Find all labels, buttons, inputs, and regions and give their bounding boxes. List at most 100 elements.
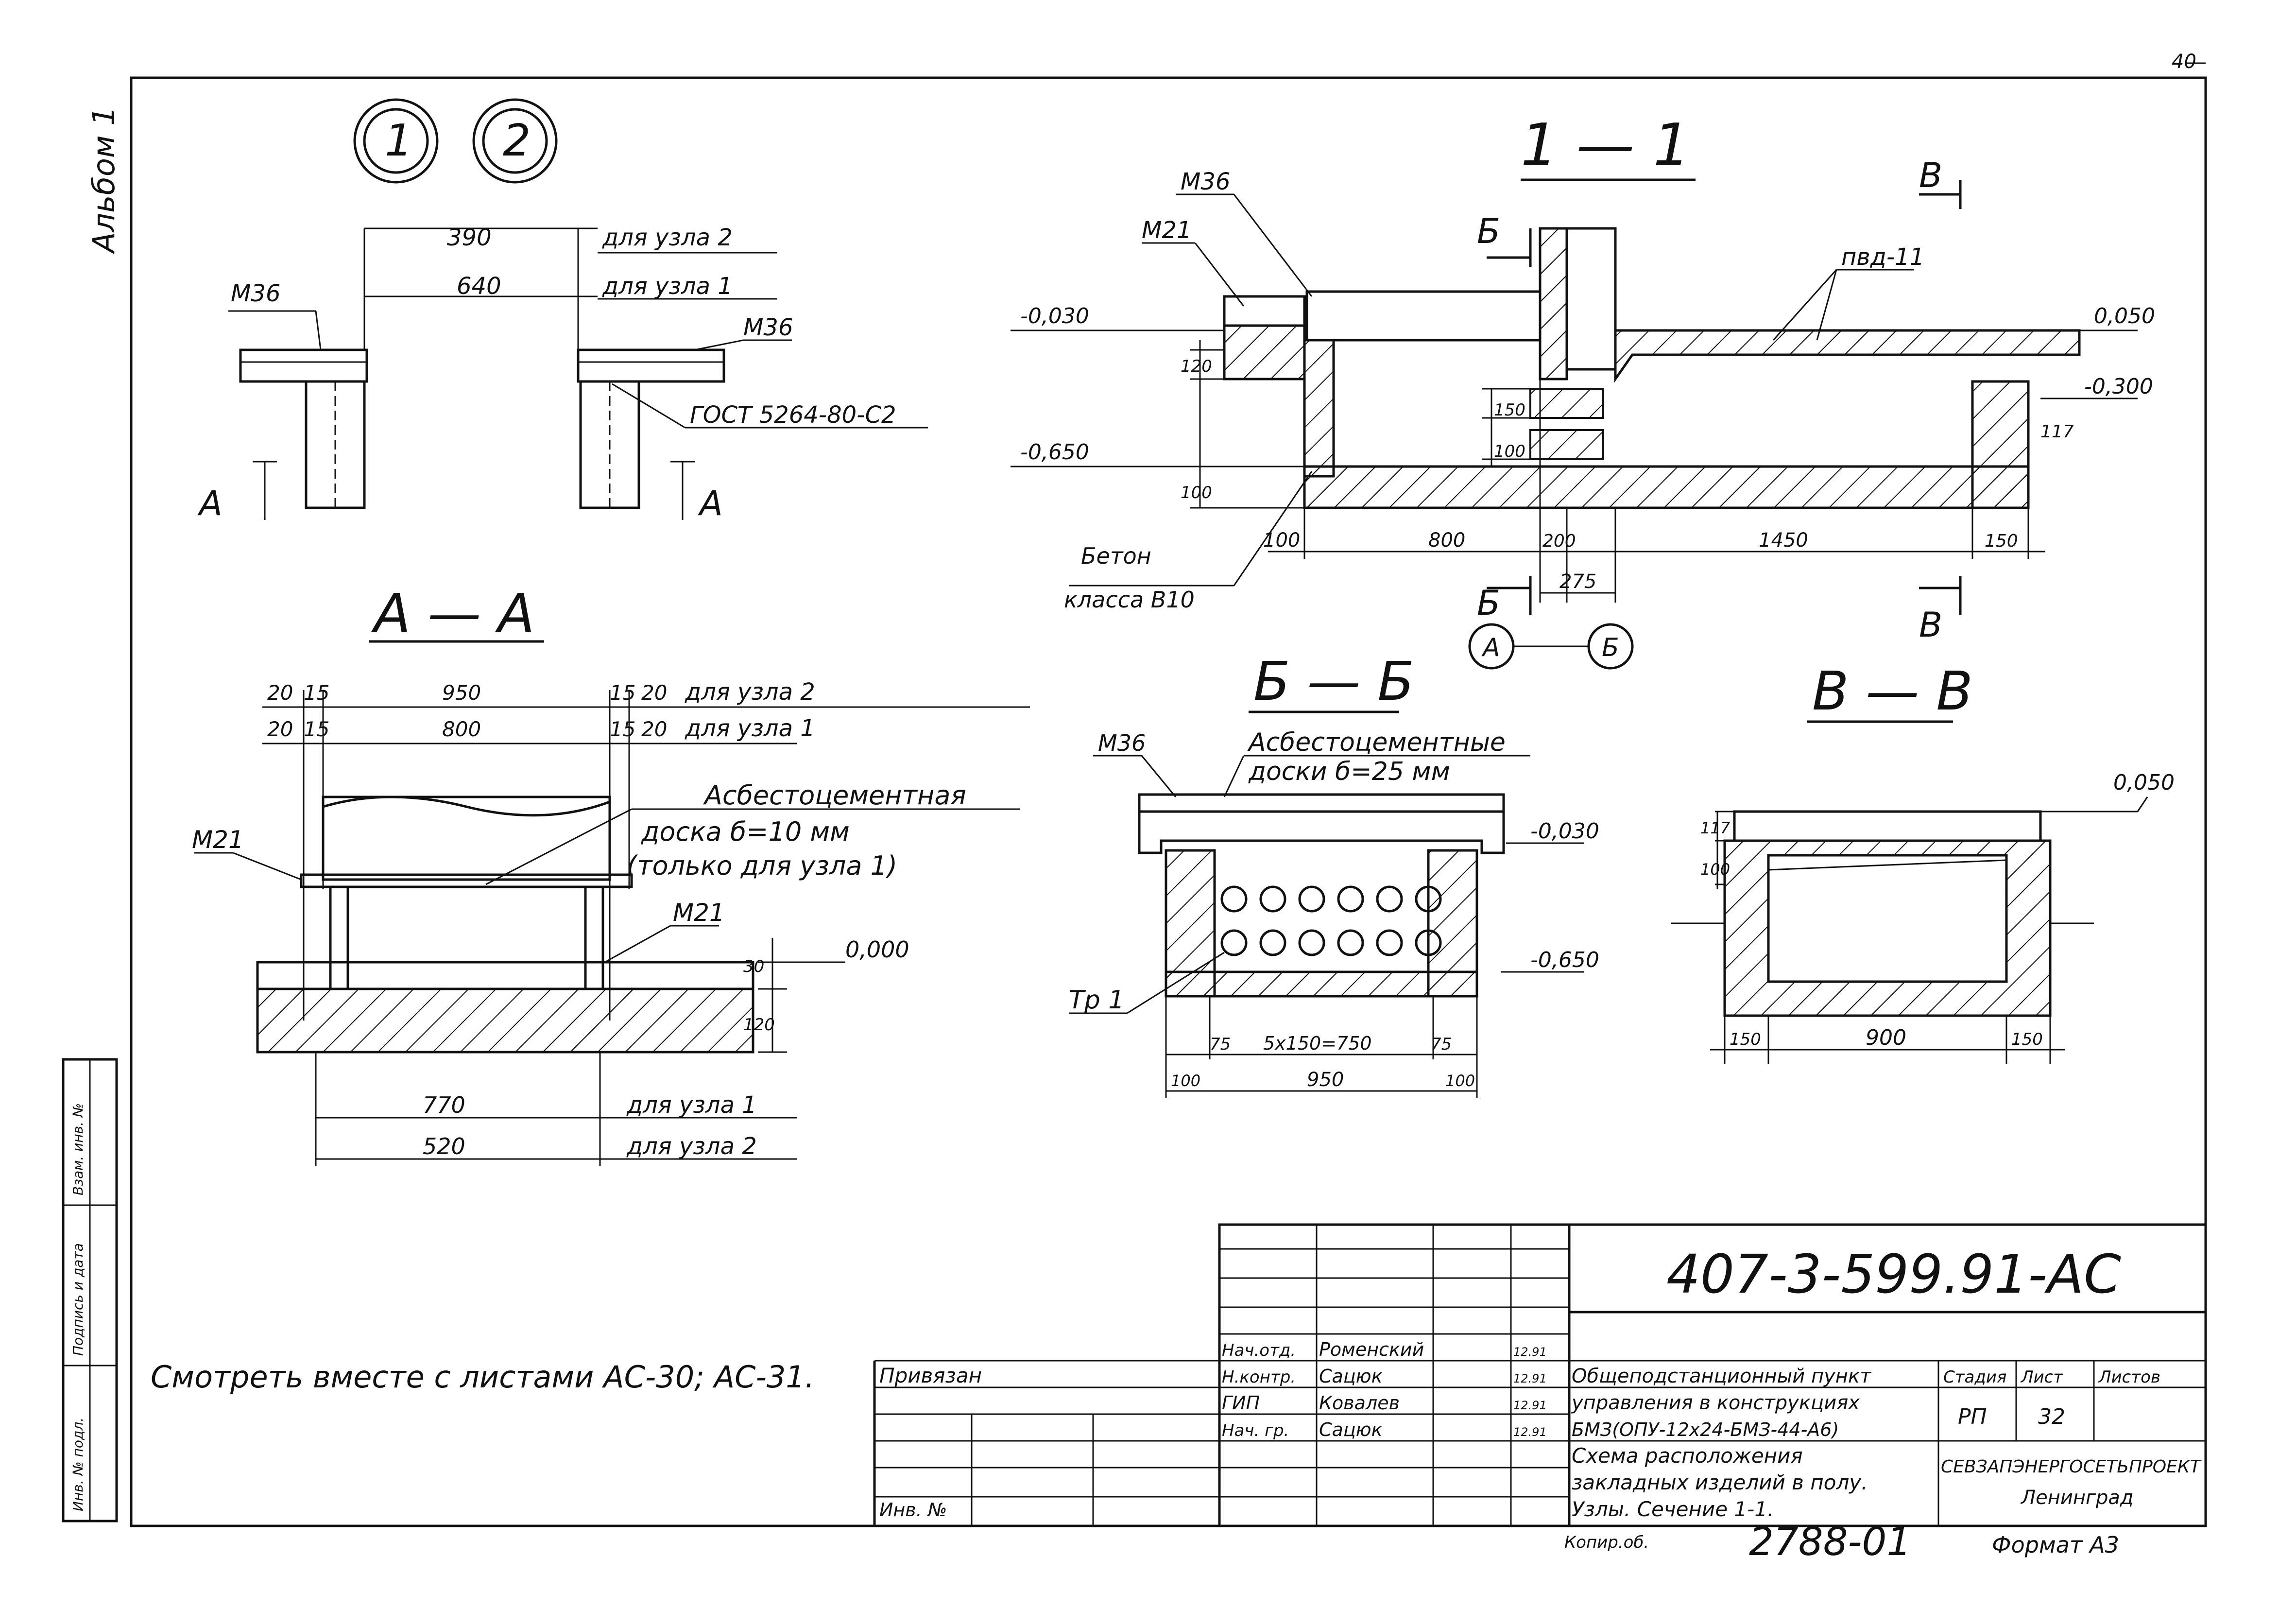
svg-text:2: 2 xyxy=(503,115,531,166)
sheet-title-line1: Схема расположения xyxy=(1572,1444,1803,1468)
aa-dim-r2-4: 20 xyxy=(641,717,667,741)
staff-2-date: 12.91 xyxy=(1513,1399,1547,1412)
s11-dim-120: 120 xyxy=(1181,357,1212,376)
s11-pvd: пвд-11 xyxy=(1841,243,1924,271)
aa-dim-r2-1: 15 xyxy=(304,717,329,741)
s11-dim-117: 117 xyxy=(2040,422,2074,442)
bb-lvl1: -0,030 xyxy=(1530,819,1599,844)
cut-a-right: А xyxy=(698,484,723,523)
m21-right: М21 xyxy=(673,899,725,927)
dim-640: 640 xyxy=(457,273,501,300)
left-detail xyxy=(228,227,928,520)
bb-d1-2: 75 xyxy=(1431,1035,1452,1054)
aa-for-node-2: для узла 2 xyxy=(685,678,815,706)
see-also-note: Смотреть вместе с листами АС-30; АС-31. xyxy=(151,1359,814,1395)
section-bb-drawing xyxy=(1069,755,1584,1098)
s11-lvl-neg650: -0,650 xyxy=(1020,440,1089,465)
bb-asb1: Асбестоцементные xyxy=(1247,728,1506,757)
project-line1: Общеподстанционный пункт xyxy=(1572,1365,1872,1387)
aa-dim-r1-1: 15 xyxy=(304,681,329,705)
title-block-grid xyxy=(873,1223,2207,1527)
format-label: Формат А3 xyxy=(1992,1532,2119,1558)
staff-1-date: 12.91 xyxy=(1513,1372,1547,1385)
section-aa-drawing xyxy=(194,690,1030,1166)
org-city: Ленинград xyxy=(2020,1487,2134,1509)
node-circle-2: 2 xyxy=(472,98,558,184)
s11-cut-v-top: В xyxy=(1919,156,1942,195)
staff-3-date: 12.91 xyxy=(1513,1425,1547,1439)
staff-0-date: 12.91 xyxy=(1513,1345,1547,1359)
list-value: 32 xyxy=(2038,1404,2065,1429)
dim-390: 390 xyxy=(447,224,492,251)
side-stamp-1: Подпись и дата xyxy=(70,1243,86,1356)
bb-asb2: доски б=25 мм xyxy=(1248,757,1450,786)
sheet-frame xyxy=(130,76,2207,1527)
bb-tr1: Тр 1 xyxy=(1069,986,1124,1015)
side-stamp-2: Инв. № подл. xyxy=(70,1418,86,1511)
asb-line1: Асбестоцементная xyxy=(703,780,966,811)
staff-0-role: Нач.отд. xyxy=(1222,1341,1296,1360)
staff-1-role: Н.контр. xyxy=(1222,1367,1296,1387)
section-vv-drawing xyxy=(1671,796,2148,1064)
aa-dim-r2-0: 20 xyxy=(267,717,293,741)
kopir-label: Копир.об. xyxy=(1564,1533,1649,1552)
axis-a: А xyxy=(1481,633,1500,662)
gost-label: ГОСТ 5264-80-С2 xyxy=(690,401,896,429)
aa-bottom-dim1: 770 xyxy=(423,1092,465,1118)
bb-d2-1: 950 xyxy=(1307,1069,1344,1091)
bb-d1-1: 5x150=750 xyxy=(1263,1033,1372,1054)
s11-lvl-050: 0,050 xyxy=(2094,304,2155,329)
cut-a-left: А xyxy=(197,484,223,523)
side-stamp-0: Взам. инв. № xyxy=(70,1103,86,1195)
listov-label: Листов xyxy=(2098,1367,2160,1387)
doc-code: 407-3-599.91-АС xyxy=(1666,1243,2121,1305)
s11-dim-100b: 100 xyxy=(1494,442,1525,461)
aa-for-node-1: для узла 1 xyxy=(685,715,815,742)
bb-d2-2: 100 xyxy=(1445,1072,1475,1090)
section-11-title: 1 — 1 xyxy=(1521,112,1690,179)
section-11-drawing xyxy=(1011,180,2138,670)
s11-cut-b-top: Б xyxy=(1477,211,1500,251)
aa-dim-r1-0: 20 xyxy=(267,681,293,705)
bb-d1-0: 75 xyxy=(1210,1035,1231,1054)
s11-cut-v-bottom: В xyxy=(1919,605,1942,645)
aa-level: 0,000 xyxy=(845,936,909,963)
s11-concrete-1: Бетон xyxy=(1081,543,1151,569)
list-label: Лист xyxy=(2020,1367,2063,1387)
asb-line2: доска б=10 мм xyxy=(641,816,850,847)
s11-dim-100: 100 xyxy=(1181,483,1212,502)
aa-dim-r1-2: 950 xyxy=(442,681,481,705)
s11-m21: М21 xyxy=(1142,217,1192,244)
s11-cut-b-bottom: Б xyxy=(1477,583,1500,623)
staff-1-name: Сацюк xyxy=(1319,1366,1383,1387)
staff-2-name: Ковалев xyxy=(1319,1392,1400,1414)
s11-concrete-2: класса В10 xyxy=(1064,587,1195,613)
s11-lvl-neg300: -0,300 xyxy=(2084,374,2153,399)
stadia-label: Стадия xyxy=(1943,1367,2006,1387)
bb-m36: М36 xyxy=(1098,730,1146,756)
s11-bdim-3: 1450 xyxy=(1759,529,1808,552)
axis-b: Б xyxy=(1602,633,1619,662)
staff-3-role: Нач. гр. xyxy=(1222,1421,1289,1440)
inv-no: Инв. № xyxy=(879,1499,947,1521)
sheet-title-line3: Узлы. Сечение 1-1. xyxy=(1572,1497,1774,1521)
vv-lvl: 0,050 xyxy=(2113,770,2175,795)
s11-dim-150: 150 xyxy=(1494,400,1525,420)
aa-dim-r2-2: 800 xyxy=(442,717,481,741)
staff-0-name: Роменский xyxy=(1319,1339,1424,1360)
s11-bdim-1: 800 xyxy=(1428,529,1465,552)
vv-dim-1: 900 xyxy=(1866,1025,1906,1050)
section-vv-title: В — В xyxy=(1812,660,1973,722)
aa-dim-r1-4: 20 xyxy=(641,681,667,705)
staff-3-name: Сацюк xyxy=(1319,1419,1383,1440)
m36-left: М36 xyxy=(231,280,281,307)
aa-bottom-dim2: 520 xyxy=(423,1133,465,1159)
staff-2-role: ГИП xyxy=(1222,1392,1260,1414)
aa-dim-120: 120 xyxy=(743,1015,775,1035)
org-name: СЕВЗАПЭНЕРГОСЕТЬПРОЕКТ xyxy=(1941,1457,2202,1477)
privyazan: Привязан xyxy=(879,1364,982,1387)
aa-dim-r2-3: 15 xyxy=(610,717,635,741)
stadia-value: РП xyxy=(1958,1404,1987,1429)
s11-m36: М36 xyxy=(1181,168,1231,195)
